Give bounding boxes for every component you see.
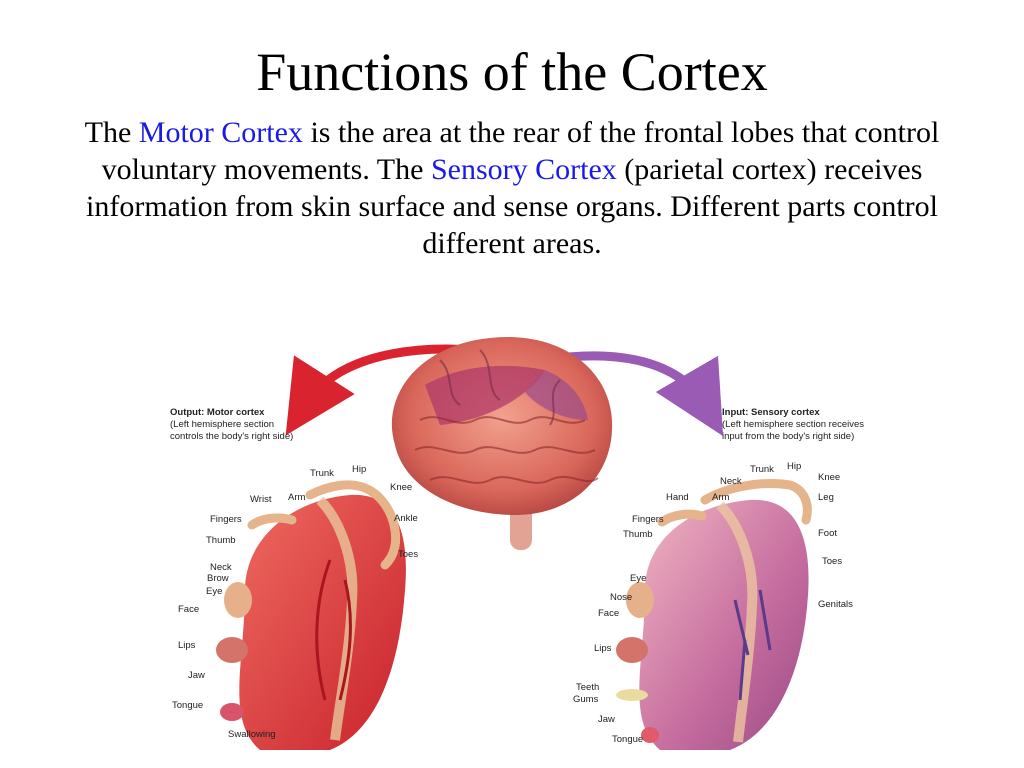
sensory-cortex-section	[616, 478, 812, 750]
motor-label-toes: Toes	[398, 549, 418, 560]
sensory-label-eye: Eye	[630, 573, 646, 584]
motor-label-neck: Neck	[210, 562, 232, 573]
sensory-label-lips: Lips	[594, 643, 612, 654]
motor-label-wrist: Wrist	[250, 494, 272, 505]
motor-label-lips: Lips	[178, 640, 196, 651]
motor-label-brow: Brow	[207, 573, 229, 584]
motor-label-swallowing: Swallowing	[228, 729, 276, 740]
motor-cortex-section	[216, 480, 406, 750]
motor-subheading-2: controls the body's right side)	[170, 431, 293, 442]
sensory-label-teeth: Teeth	[576, 682, 599, 693]
sensory-label-nose: Nose	[610, 592, 632, 603]
sensory-heading: Input: Sensory cortex	[722, 407, 820, 418]
motor-label-arm: Arm	[288, 492, 306, 503]
sensory-label-fingers: Fingers	[632, 514, 664, 525]
motor-label-knee: Knee	[390, 482, 412, 493]
sensory-label-tongue: Tongue	[612, 734, 643, 745]
sensory-label-hip: Hip	[787, 461, 801, 472]
description: The Motor Cortex is the area at the rear…	[60, 114, 964, 262]
sensory-label-leg: Leg	[818, 492, 834, 503]
description-text-3: (parietal cortex) receives information f…	[86, 153, 938, 260]
page-title: Functions of the Cortex	[256, 42, 768, 102]
sensory-label-thumb: Thumb	[623, 529, 653, 540]
description-text-2: is the area at the rear of the frontal l…	[101, 116, 940, 186]
sensory-label-foot: Foot	[818, 528, 837, 539]
sensory-label-toes: Toes	[822, 556, 842, 567]
sensory-label-jaw: Jaw	[598, 714, 615, 725]
motor-label-thumb: Thumb	[206, 535, 236, 546]
motor-label-ankle: Ankle	[394, 513, 418, 524]
sensory-subheading-1: (Left hemisphere section receives	[722, 419, 864, 430]
motor-label-tongue: Tongue	[172, 700, 203, 711]
sensory-label-arm: Arm	[712, 492, 730, 503]
motor-subheading-1: (Left hemisphere section	[170, 419, 274, 430]
motor-label-eye: Eye	[206, 586, 222, 597]
sensory-label-trunk: Trunk	[750, 464, 774, 475]
motor-heading: Output: Motor cortex	[170, 407, 265, 418]
sensory-label-knee: Knee	[818, 472, 840, 483]
motor-label-fingers: Fingers	[210, 514, 242, 525]
brain-illustration	[391, 336, 613, 550]
sensory-label-face: Face	[598, 608, 619, 619]
sensory-label-genitals: Genitals	[818, 599, 853, 610]
motor-label-jaw: Jaw	[188, 670, 205, 681]
motor-label-hip: Hip	[352, 464, 366, 475]
sensory-label-hand: Hand	[666, 492, 689, 503]
sensory-label-gums: Gums	[573, 694, 599, 705]
motor-label-face: Face	[178, 604, 199, 615]
motor-label-trunk: Trunk	[310, 468, 334, 479]
sensory-cortex-term: Sensory Cortex	[430, 153, 617, 186]
sensory-subheading-2: input from the body's right side)	[722, 431, 854, 442]
sensory-label-neck: Neck	[720, 476, 742, 487]
description-text-1: The	[84, 116, 139, 149]
motor-cortex-term: Motor Cortex	[138, 116, 303, 149]
